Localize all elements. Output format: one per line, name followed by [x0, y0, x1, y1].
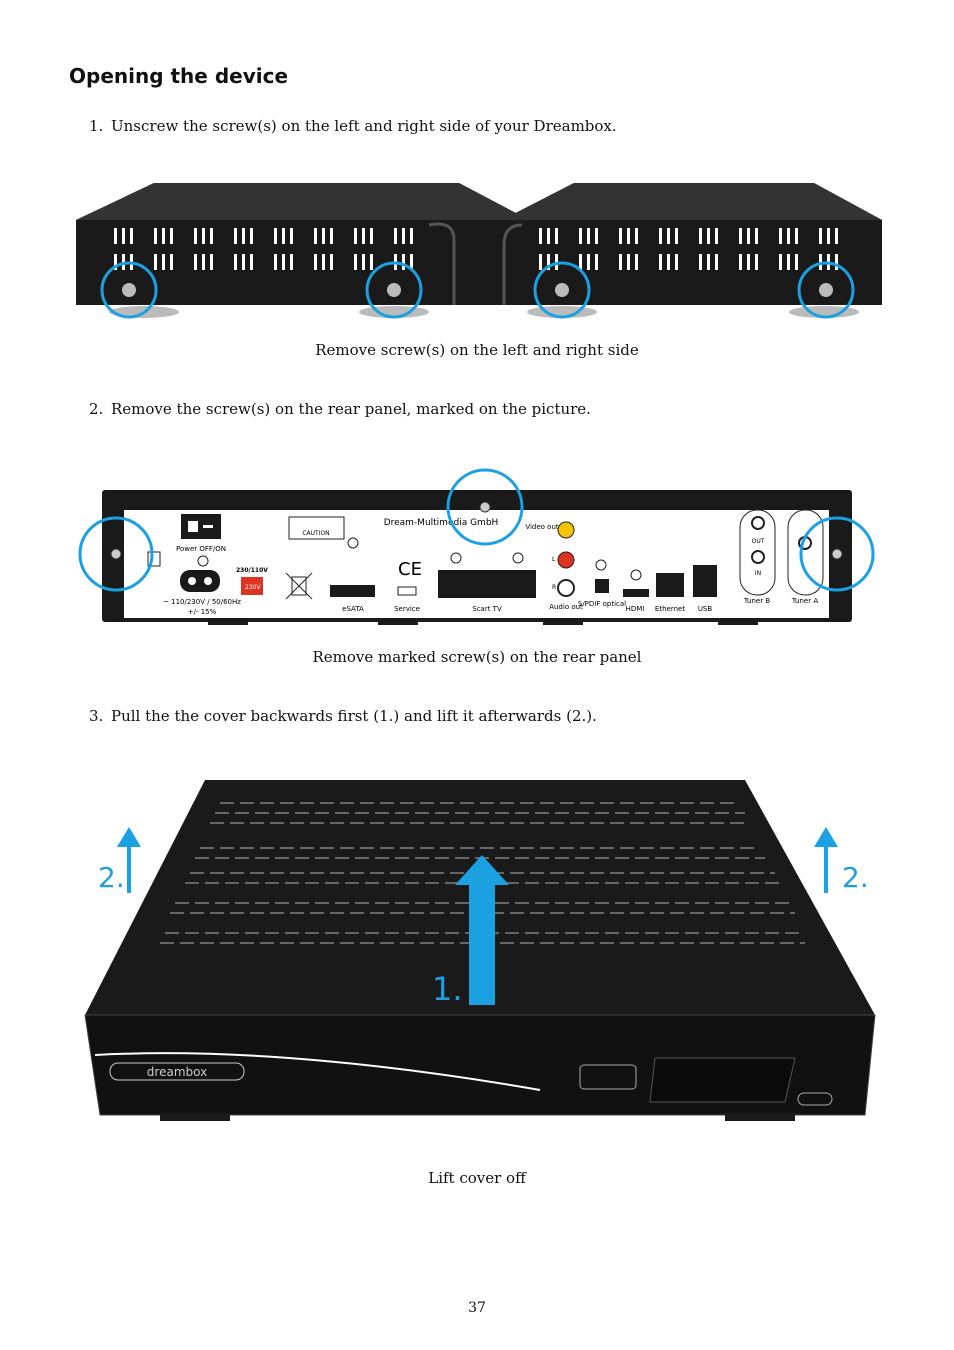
audio-right-label: R — [552, 584, 556, 591]
usb-label: USB — [698, 605, 713, 613]
screw-icon — [110, 548, 122, 560]
spdif-port-icon — [595, 579, 609, 593]
ce-mark: CE — [398, 559, 422, 580]
step-number: 3. — [89, 707, 104, 725]
power-switch-icon — [181, 514, 221, 539]
front-logo: dreambox — [147, 1065, 207, 1079]
arrow-up-icon — [814, 827, 838, 893]
hdmi-label: HDMI — [626, 605, 645, 613]
caution-label: CAUTION — [302, 530, 329, 537]
page-number: 37 — [468, 1300, 486, 1316]
step-text: Unscrew the screw(s) on the left and rig… — [111, 117, 617, 135]
front-logo-badge — [109, 1062, 245, 1081]
screw-icon — [387, 283, 401, 297]
side-view-figure — [76, 183, 882, 319]
screw-icon — [819, 283, 833, 297]
step-text: Remove the screw(s) on the rear panel, m… — [111, 400, 591, 418]
step-number: 1. — [89, 117, 104, 135]
left-side-device — [76, 183, 529, 319]
tuner-b-in-label: IN — [755, 570, 761, 577]
esata-label: eSATA — [342, 605, 364, 613]
usb-port-icon — [693, 565, 717, 597]
step-1: 1. Unscrew the screw(s) on the left and r… — [89, 117, 617, 135]
recycle-bin-icon — [285, 572, 313, 600]
highlight-circle — [78, 516, 154, 592]
screw-icon — [479, 501, 491, 513]
audio-right-jack-icon — [557, 579, 575, 597]
tuner-b-label: Tuner B — [743, 597, 770, 605]
video-out-label: Video out — [525, 523, 559, 531]
voltage-switch-label: 230V — [245, 584, 261, 591]
lift-label-second-right: 2. — [842, 861, 869, 894]
tuner-b-out-connector-icon — [751, 516, 765, 530]
lift-cover-figure: dreambox 1. 2. 2. — [84, 780, 876, 1121]
screw-icon — [122, 283, 136, 297]
power-button-icon — [797, 1092, 833, 1106]
service-label: Service — [394, 605, 420, 613]
caption-side: Remove screw(s) on the left and right si… — [315, 341, 639, 359]
caption-rear: Remove marked screw(s) on the rear panel — [312, 648, 642, 666]
esata-port-icon — [330, 585, 375, 597]
right-side-device — [502, 183, 882, 319]
lift-label-first: 1. — [432, 970, 463, 1008]
section-title: Opening the device — [69, 64, 289, 88]
front-display — [649, 1057, 796, 1103]
tuner-b-out-label: OUT — [752, 538, 765, 545]
tuner-a-housing — [787, 509, 824, 596]
rear-panel-figure: Power OFF/ON ~ 110/230V / 50/60Hz +/- 15… — [78, 468, 875, 625]
vent-slots — [114, 228, 413, 270]
arrow-up-icon — [455, 855, 509, 1005]
power-label: Power OFF/ON — [176, 545, 226, 553]
step-number: 2. — [89, 400, 104, 418]
highlight-circle — [365, 261, 423, 319]
lift-label-second-left: 2. — [98, 861, 125, 894]
caution-label-box — [288, 516, 345, 540]
audio-out-label: Audio out — [549, 603, 583, 611]
step-2: 2. Remove the screw(s) on the rear panel,… — [89, 400, 591, 418]
voltage-label: 230/110V — [236, 567, 268, 574]
hdmi-port-icon — [623, 589, 649, 597]
scart-port-icon — [438, 570, 536, 598]
tolerance-label: +/- 15% — [188, 608, 217, 616]
mains-socket-icon — [180, 570, 220, 592]
voltage-switch-icon — [241, 577, 263, 595]
tuner-b-in-connector-icon — [751, 550, 765, 564]
highlight-circle — [446, 468, 524, 546]
video-jack-icon — [557, 521, 575, 539]
audio-left-jack-icon — [557, 551, 575, 569]
screw-icon — [831, 548, 843, 560]
caption-lift: Lift cover off — [428, 1169, 526, 1187]
scart-label: Scart TV — [472, 605, 502, 613]
navigation-buttons-icon — [579, 1064, 637, 1090]
audio-left-label: L — [552, 556, 556, 563]
spdif-label: S/PDIF optical — [578, 600, 626, 608]
brand-label: Dream-Multimedia GmbH — [384, 518, 499, 528]
screw-icon — [555, 283, 569, 297]
highlight-circle — [100, 261, 158, 319]
highlight-circle — [797, 261, 855, 319]
tuner-a-label: Tuner A — [791, 597, 818, 605]
step-text: Pull the the cover backwards first (1.) … — [111, 707, 597, 725]
mains-label: ~ 110/230V / 50/60Hz — [163, 598, 241, 606]
step-3: 3. Pull the the cover backwards first (1.… — [89, 707, 597, 725]
ethernet-label: Ethernet — [655, 605, 685, 613]
service-port-icon — [397, 586, 417, 596]
side-plug-icon — [147, 551, 161, 567]
arrow-up-icon — [117, 827, 141, 893]
tuner-b-housing — [739, 509, 776, 596]
ethernet-port-icon — [656, 573, 684, 597]
highlight-circle — [533, 261, 591, 319]
highlight-circle — [799, 516, 875, 592]
